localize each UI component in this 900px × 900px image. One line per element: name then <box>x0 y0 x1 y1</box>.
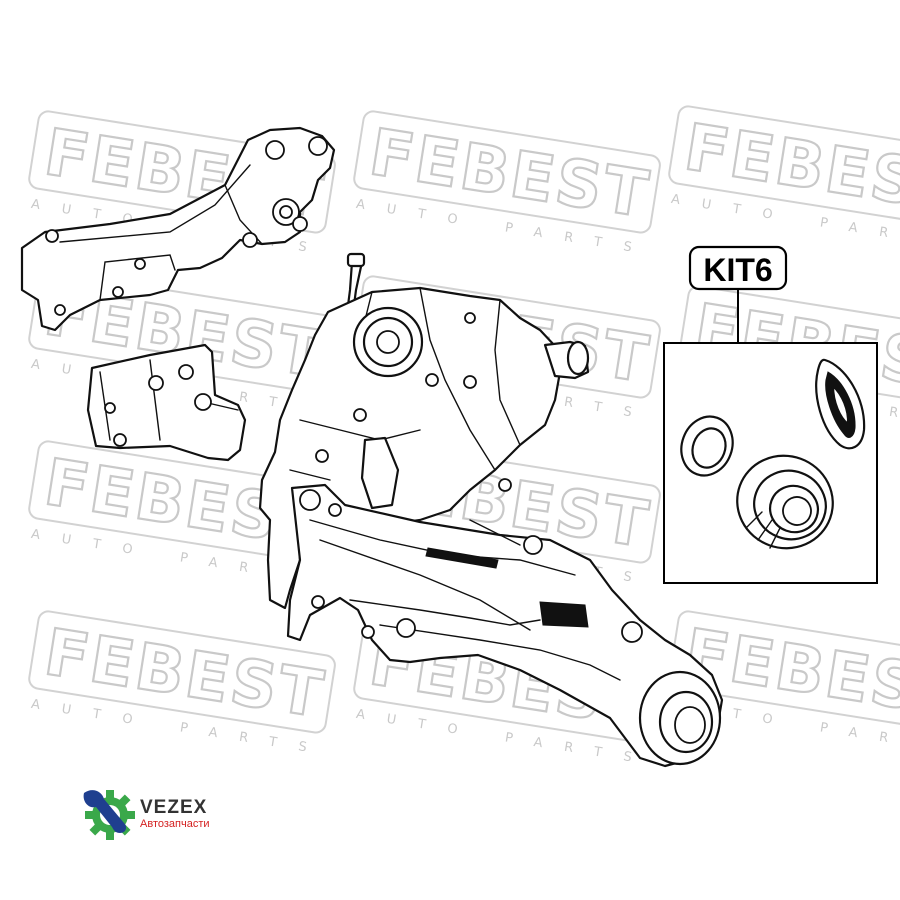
watermark-tile: FEBEST AUTO PARTS <box>353 110 661 259</box>
gear-wrench-icon <box>83 790 135 840</box>
differential-housing <box>258 286 590 610</box>
logo-subtitle: Автозапчасти <box>140 818 210 830</box>
subframe-crossmember <box>286 483 724 768</box>
kit-label: KIT6 <box>703 252 772 288</box>
kit-part-bearing <box>736 454 834 550</box>
kit-part-oil-seal <box>680 415 734 477</box>
logo-name: VEZEX <box>140 797 208 818</box>
kit-callout: KIT6 <box>663 245 878 584</box>
small-mount-plate <box>86 343 247 462</box>
upper-mount-bracket <box>20 126 336 332</box>
watermark-tile: FEBEST AUTO PARTS <box>668 105 900 254</box>
kit-part-seal-ring <box>815 358 866 450</box>
